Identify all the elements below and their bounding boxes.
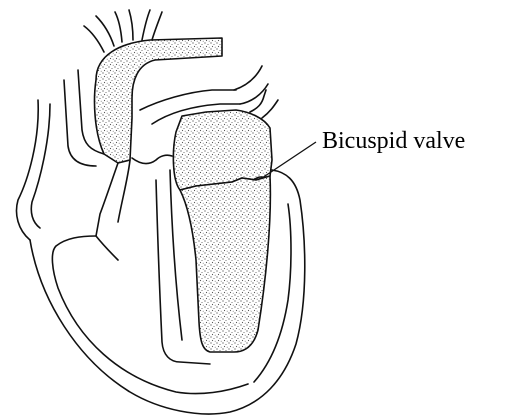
- brachiocephalic-artery: [84, 26, 104, 52]
- carotid-artery-wall: [129, 10, 133, 40]
- pulmonary-vein-right-upper: [250, 90, 266, 112]
- pulmonary-vein-left-wall: [31, 104, 50, 228]
- subclavian-artery-wall: [152, 12, 162, 40]
- subclavian-artery: [142, 10, 150, 40]
- carotid-artery: [115, 12, 122, 42]
- right-atrium-wall: [96, 163, 118, 236]
- right-ventricle-inner: [96, 236, 118, 260]
- septum-inner: [170, 170, 182, 340]
- pulmonary-vein-left: [17, 100, 39, 240]
- bicuspid-valve-label: Bicuspid valve: [322, 129, 465, 153]
- right-atrium-inner: [118, 160, 130, 222]
- left-ventricle: [180, 176, 270, 352]
- tricuspid-valve: [132, 155, 172, 163]
- pulmonary-vein-right-lower: [262, 100, 278, 118]
- pulmonary-artery: [140, 90, 236, 110]
- pulmonary-branch-upper: [234, 66, 262, 90]
- pulmonary-branch-lower: [240, 84, 268, 104]
